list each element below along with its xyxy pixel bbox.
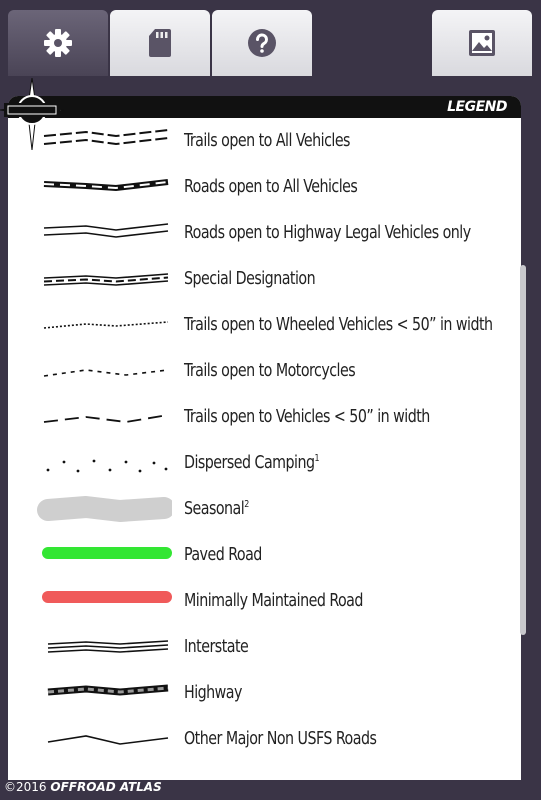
tab-bar	[0, 0, 541, 80]
legend-item-trails-motorcycles: Trails open to Motorcycles	[8, 348, 521, 394]
legend-label: Other Major Non USFS Roads	[184, 728, 377, 749]
legend-label: Roads open to Highway Legal Vehicles onl…	[184, 222, 471, 243]
legend-item-dispersed-camping: Dispersed Camping1	[8, 440, 521, 486]
legend-item-roads-all-vehicles: Roads open to All Vehicles	[8, 164, 521, 210]
road-all-vehicles-symbol	[43, 179, 169, 192]
legend-item-roads-highway-legal: Roads open to Highway Legal Vehicles onl…	[8, 210, 521, 256]
seasonal-symbol	[37, 496, 172, 522]
gear-icon	[44, 29, 72, 57]
trail-all-vehicles-symbol	[43, 129, 169, 146]
brand-text: OFFROAD ATLAS	[50, 780, 162, 794]
help-icon	[248, 29, 276, 57]
legend-label: Special Designation	[184, 268, 316, 289]
offroad-atlas-logo	[0, 78, 64, 150]
copyright-text: ©2016	[4, 780, 47, 794]
tab-settings[interactable]	[8, 10, 108, 76]
legend-item-paved-road: Paved Road	[8, 532, 521, 578]
legend-label: Trails open to All Vehicles	[184, 130, 350, 151]
legend-label: Highway	[184, 682, 242, 703]
tab-help[interactable]	[212, 10, 312, 76]
legend-label: Trails open to Motorcycles	[184, 360, 356, 381]
legend-item-seasonal: Seasonal2	[8, 486, 521, 532]
legend-item-minimally-maintained-road: Minimally Maintained Road	[8, 578, 521, 624]
paved-road-symbol	[42, 547, 172, 559]
trail-wheeled-under-50-symbol	[43, 321, 169, 329]
legend-item-interstate: Interstate	[8, 624, 521, 670]
minimally-maintained-road-symbol	[42, 591, 172, 603]
other-major-roads-symbol	[47, 735, 169, 745]
footer: ©2016 OFFROAD ATLAS	[4, 780, 162, 794]
legend-label: Minimally Maintained Road	[184, 590, 363, 611]
legend-panel: LEGEND Trails open to All Vehicles Roads…	[8, 96, 521, 780]
scrollbar[interactable]	[520, 265, 526, 635]
road-highway-legal-symbol	[43, 223, 169, 238]
interstate-symbol	[47, 640, 169, 653]
legend-label: Trails open to Vehicles < 50” in width	[184, 406, 430, 427]
legend-label: Seasonal2	[184, 498, 249, 519]
legend-item-trails-wheeled-under-50: Trails open to Wheeled Vehicles < 50” in…	[8, 302, 521, 348]
trail-vehicles-under-50-symbol	[43, 414, 169, 423]
legend-item-special-designation: Special Designation	[8, 256, 521, 302]
legend-item-other-major-roads: Other Major Non USFS Roads	[8, 716, 521, 762]
trail-motorcycles-symbol	[43, 369, 169, 377]
legend-label: Paved Road	[184, 544, 262, 565]
legend-label: Dispersed Camping1	[184, 452, 320, 473]
tab-storage[interactable]	[110, 10, 210, 76]
legend-label: Roads open to All Vehicles	[184, 176, 358, 197]
image-icon	[469, 30, 495, 56]
tab-image[interactable]	[432, 10, 532, 76]
legend-header: LEGEND	[8, 96, 521, 118]
legend-item-trails-all-vehicles: Trails open to All Vehicles	[8, 118, 521, 164]
legend-title: LEGEND	[447, 99, 507, 115]
legend-label: Trails open to Wheeled Vehicles < 50” in…	[184, 314, 493, 335]
special-designation-symbol	[43, 273, 169, 286]
sd-card-icon	[149, 29, 171, 57]
highway-symbol	[47, 684, 169, 696]
dispersed-camping-symbol	[46, 459, 168, 473]
legend-item-highway: Highway	[8, 670, 521, 716]
legend-item-trails-vehicles-under-50: Trails open to Vehicles < 50” in width	[8, 394, 521, 440]
legend-label: Interstate	[184, 636, 249, 657]
